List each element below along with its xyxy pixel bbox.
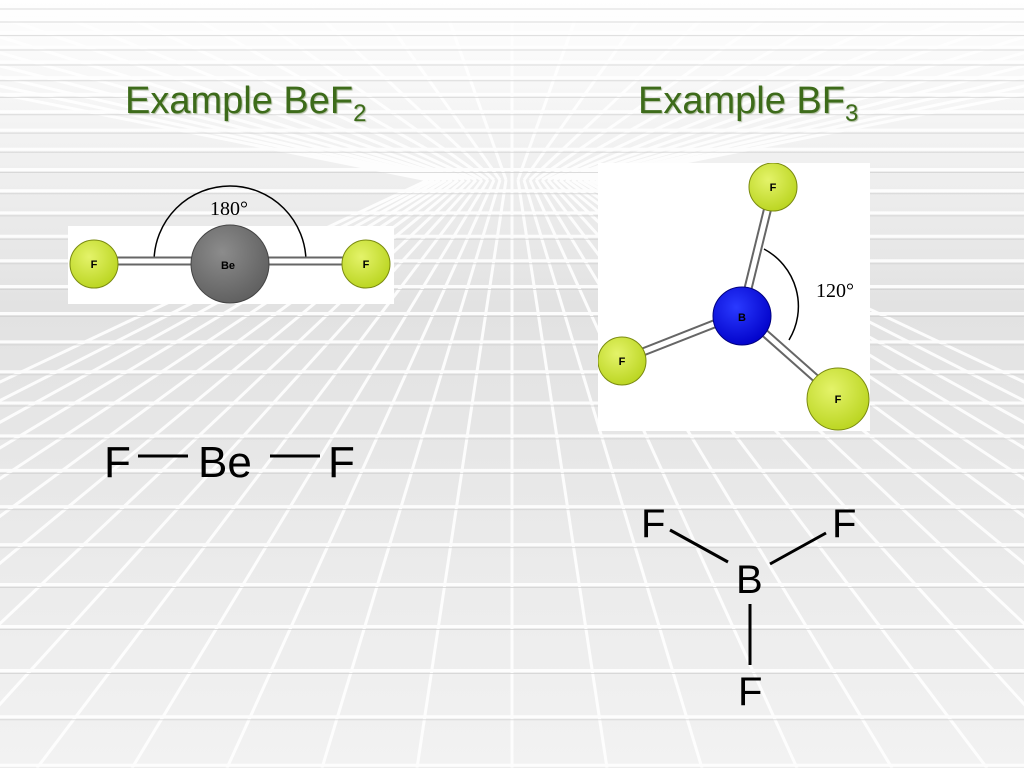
grid-line	[130, 179, 490, 768]
bf3-atom-f-left-label: F	[619, 356, 626, 368]
grid-line	[0, 84, 435, 182]
bf3-atom-f-left: F	[598, 336, 647, 386]
bef2-ball-stick-model: 180° F Be F	[68, 185, 394, 304]
grid-line	[516, 179, 609, 768]
bef2-lewis-be: Be	[198, 438, 252, 487]
grid-line	[559, 15, 1024, 182]
bf3-title: Example BF3	[638, 80, 858, 126]
grid-line	[553, 0, 1003, 182]
bef2-atom-f-left-label: F	[91, 259, 98, 271]
grid-line	[516, 0, 584, 181]
grid-line	[0, 75, 441, 182]
grid-line	[415, 179, 508, 768]
grid-line	[300, 0, 496, 182]
bef2-title-subscript: 2	[353, 100, 367, 127]
grid-line	[595, 92, 1024, 182]
bf3-lewis-f-bottom: F	[738, 670, 762, 712]
bef2-title: Example BeF2	[125, 80, 366, 126]
bf3-atom-f-top: F	[748, 163, 798, 212]
bf3-title-text: Example BF	[638, 80, 845, 122]
grid-line	[225, 179, 496, 768]
grid-line	[161, 0, 483, 182]
bf3-lewis-b: B	[736, 558, 763, 602]
grid-line	[565, 35, 1024, 182]
bf3-lewis-structure: F F B F	[641, 502, 856, 712]
bf3-title-subscript: 3	[844, 100, 859, 127]
bf3-atom-f-right: F	[806, 367, 870, 431]
grid-line	[522, 0, 654, 181]
bef2-angle-label: 180°	[210, 198, 248, 220]
bf3-angle-label: 120°	[816, 280, 854, 302]
grid-line	[577, 64, 1024, 182]
grid-line	[528, 179, 799, 768]
grid-line	[589, 84, 1024, 182]
grid-line	[0, 15, 465, 182]
grid-line	[21, 0, 471, 182]
bef2-atom-f-right-label: F	[363, 259, 370, 271]
grid-line	[91, 0, 477, 182]
grid-line	[0, 92, 429, 182]
grid-line	[547, 0, 933, 182]
grid-line	[35, 179, 484, 768]
bef2-atom-f-right: F	[341, 239, 391, 289]
grid-line	[0, 64, 447, 182]
grid-line	[370, 0, 502, 181]
bf3-lewis-bond-top-left	[669, 528, 729, 564]
bf3-lewis-f-top-right: F	[832, 502, 856, 546]
grid-line	[583, 75, 1024, 182]
bf3-lewis-bond-top-right	[769, 531, 827, 566]
grid-line	[231, 0, 489, 182]
grid-line	[534, 179, 894, 768]
grid-line	[535, 0, 793, 182]
grid-line	[440, 0, 508, 181]
bef2-lewis-structure: F Be F	[104, 438, 355, 487]
bf3-atom-f-right-label: F	[835, 394, 842, 406]
bef2-atom-be: Be	[190, 224, 270, 304]
bf3-ball-stick-model: 120° F F F B	[598, 163, 870, 431]
bf3-atom-b-label: B	[738, 312, 746, 324]
bef2-lewis-f-right: F	[328, 438, 355, 487]
bf3-angle-arc	[763, 248, 800, 341]
bef2-atom-be-label: Be	[221, 260, 235, 272]
bf3-atom-f-top-label: F	[770, 182, 777, 194]
grid-line	[320, 179, 502, 768]
grid-line	[571, 51, 1024, 182]
grid-line	[541, 0, 863, 182]
grid-line	[528, 0, 724, 182]
bf3-lewis-f-top-left: F	[641, 502, 665, 546]
bf3-atom-b: B	[712, 286, 772, 346]
bef2-title-text: Example BeF	[125, 80, 354, 122]
bef2-lewis-f-left: F	[104, 438, 131, 487]
grid-line	[0, 51, 453, 182]
grid-line	[0, 35, 459, 182]
bef2-angle-arc	[153, 185, 307, 263]
bef2-atom-f-left: F	[69, 239, 119, 289]
grid-line	[522, 179, 704, 768]
